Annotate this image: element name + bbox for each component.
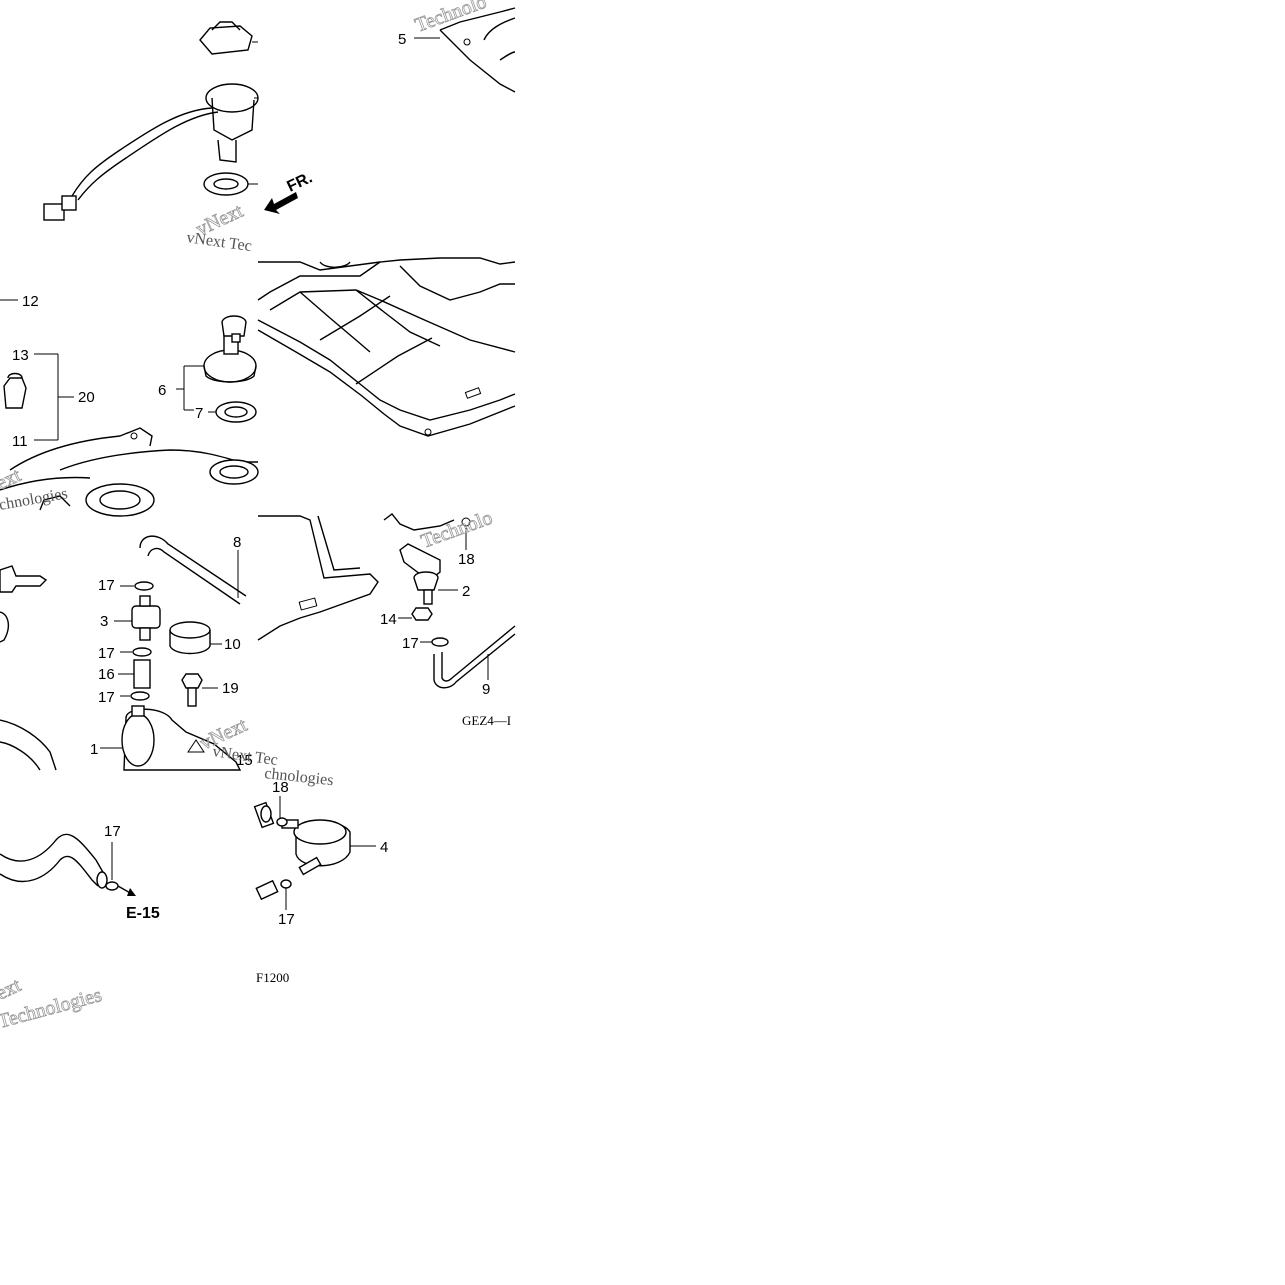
fuel-gauge-sender	[43, 21, 259, 221]
return-hose	[0, 833, 136, 896]
callout-17-e: 17	[104, 823, 121, 840]
callout-1: 1	[90, 741, 98, 758]
reference-e15: E-15	[126, 905, 160, 922]
callout-2: 2	[462, 583, 470, 600]
callout-17-d: 17	[402, 635, 419, 652]
fuel-pump-assembly	[0, 535, 247, 771]
callout-9: 9	[482, 681, 490, 698]
front-direction-label: FR.	[285, 169, 316, 195]
figure-code-f1200: F1200	[256, 970, 289, 985]
callout-17-c: 17	[98, 689, 115, 706]
callout-18-a: 18	[458, 551, 475, 568]
callout-17-a: 17	[98, 577, 115, 594]
callout-12: 12	[22, 293, 39, 310]
callout-6: 6	[158, 382, 166, 399]
callout-15: 15	[236, 752, 253, 769]
callout-20: 20	[78, 389, 95, 406]
callout-17-f: 17	[278, 911, 295, 928]
callout-17-b: 17	[98, 645, 115, 662]
watermark: Technolo	[412, 0, 489, 37]
watermark: ext	[0, 464, 25, 494]
pressure-regulator	[253, 796, 376, 910]
front-direction-arrow: FR.	[264, 169, 315, 214]
callout-7: 7	[195, 405, 203, 422]
callout-10: 10	[224, 636, 241, 653]
watermark-group: Technolo vNext Tec vNext ext chnologies …	[0, 0, 496, 1033]
callout-4: 4	[380, 839, 388, 856]
callout-19: 19	[222, 680, 239, 697]
watermark: Technolo	[418, 507, 495, 553]
callout-14: 14	[380, 611, 397, 628]
watermark: ext	[0, 974, 25, 1004]
callout-13: 13	[12, 347, 29, 364]
tank-bottom-plate	[257, 257, 516, 437]
callout-11: 11	[12, 433, 28, 450]
callout-8: 8	[233, 534, 241, 551]
callout-3: 3	[100, 613, 108, 630]
callout-18-b: 18	[272, 779, 289, 796]
figure-code-gez4: GEZ4—I	[462, 713, 511, 728]
callout-5: 5	[398, 31, 406, 48]
bracket-assembly	[257, 513, 516, 689]
callout-16: 16	[98, 666, 115, 683]
fuel-cap-assembly	[0, 299, 259, 517]
watermark: vNext Tec	[185, 229, 252, 255]
fuel-tank-upper	[414, 7, 516, 93]
